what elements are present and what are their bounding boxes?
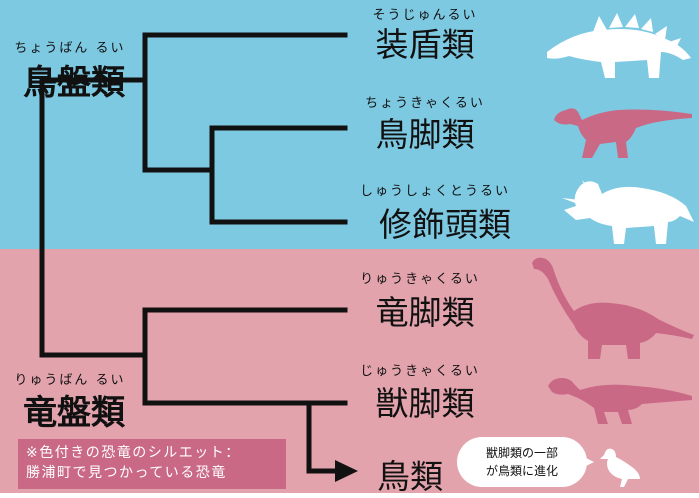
marginocephalia-label: 修飾頭類: [379, 205, 511, 244]
legend-note: ※色付きの恐竜のシルエット： 勝浦町で見つかっている恐竜: [18, 439, 286, 489]
bird-icon: [600, 448, 640, 487]
triceratops-icon: [562, 180, 694, 244]
thyreophora-ruby: そうじゅんるい: [372, 8, 478, 23]
sauropoda-label: 竜脚類: [375, 293, 475, 332]
thyreophora-label: 装盾類: [375, 25, 475, 64]
saurischia-label: 竜盤類: [23, 393, 125, 433]
hadrosaur-icon: [554, 108, 692, 158]
speech-bubble-line2: が鳥類に進化: [485, 464, 558, 478]
legend-note-line2: 勝浦町で見つかっている恐竜: [26, 465, 227, 481]
sauropod-icon: [532, 257, 694, 359]
speech-bubble: 獣脚類の一部 が鳥類に進化: [457, 437, 587, 487]
theropoda-ruby: じゅうきゃくるい: [360, 364, 480, 379]
ornithischia-ruby: ちょうばん るい: [14, 41, 126, 56]
aves-label: 鳥類: [377, 457, 443, 496]
ornithopoda-ruby: ちょうきゃくるい: [365, 96, 485, 111]
speech-bubble-line1: 獣脚類の一部: [485, 446, 558, 460]
branch-birds: [306, 400, 338, 474]
tree-branches: [39, 32, 348, 474]
ornithopoda-label: 鳥脚類: [375, 115, 475, 154]
arrow-head-icon: [335, 460, 358, 482]
stegosaur-icon: [547, 13, 691, 78]
ornithischia-label: 鳥盤類: [23, 63, 125, 103]
legend-note-line1: ※色付きの恐竜のシルエット：: [26, 445, 241, 461]
speech-bubble-tail: [580, 455, 594, 469]
theropoda-label: 獣脚類: [375, 384, 475, 423]
sauropoda-ruby: りゅうきゃくるい: [360, 272, 480, 287]
marginocephalia-ruby: しゅうしょくとうるい: [359, 184, 510, 199]
saurischia-ruby: りゅうばん るい: [14, 373, 126, 388]
theropod-icon: [548, 378, 692, 424]
